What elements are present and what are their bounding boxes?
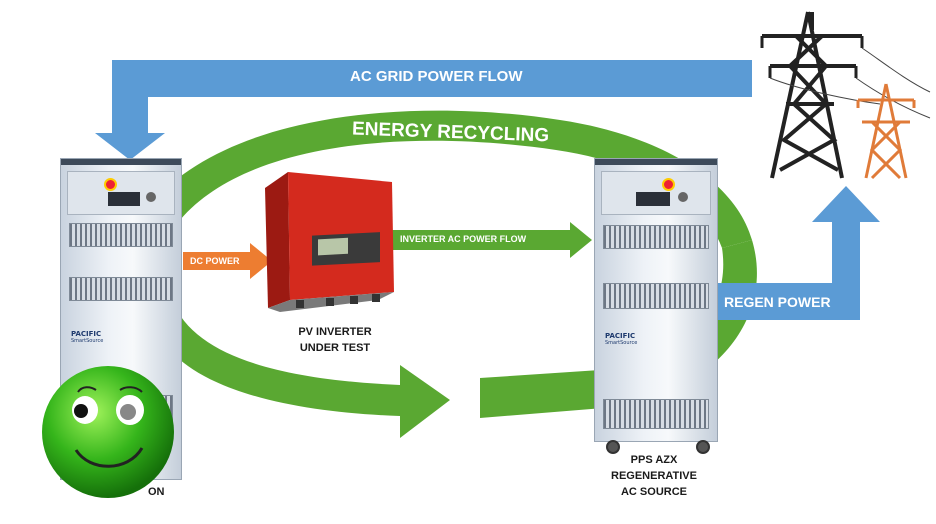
inverter-ac-power-flow-label: INVERTER AC POWER FLOW [400,234,527,244]
regen-power-label: REGEN POWER [724,294,831,310]
ac-source-caption-line-1: PPS AZX [630,454,678,466]
energy-recycling-lower-arc [152,300,450,438]
ac-source-caption-line-3: AC SOURCE [620,486,687,498]
vent-grille-3 [603,399,709,429]
left-source-caption-fragment: ON [148,486,165,498]
power-tower-black-icon [760,11,864,179]
dc-power-label: DC POWER [190,256,240,266]
control-panel [67,171,175,215]
control-panel [601,171,711,215]
pv-inverter-caption-line-2: UNDER TEST [299,342,371,354]
caster-wheel-left [606,440,620,454]
ac-grid-power-flow-label: AC GRID POWER FLOW [350,68,523,85]
inverter-ac-power-flow-arrow [386,222,592,258]
brand-name: PACIFIC [605,332,636,340]
dc-power-arrow [183,243,272,279]
display-screen [108,192,140,206]
vent-grille-1 [603,225,709,249]
emergency-stop-icon [662,178,675,191]
vent-grille-1 [69,223,173,247]
ac-source-caption: PPS AZX REGENERATIVE AC SOURCE [604,452,704,500]
brand-name: PACIFIC [71,330,102,338]
brand-sub: SmartSource [605,340,638,346]
cabinet-brand-label: PACIFIC SmartSource [71,331,117,345]
display-screen [636,192,670,206]
caster-wheel-right [696,440,710,454]
brand-sub: SmartSource [71,338,104,344]
power-tower-orange-icon [856,83,916,180]
right-regenerative-ac-source-cabinet: PACIFIC SmartSource [594,158,718,442]
vent-grille-2 [603,283,709,309]
pv-inverter-caption-line-1: PV INVERTER [298,326,372,338]
emergency-stop-icon [104,178,117,191]
energy-recycling-upper-arc [150,110,752,248]
pv-inverter-icon [265,172,394,312]
pv-inverter-caption: PV INVERTER UNDER TEST [290,324,380,356]
regen-power-arrow [716,186,880,320]
smiley-face-icon [42,366,174,498]
cabinet-brand-label: PACIFIC SmartSource [605,333,651,347]
cabinet-top-bar [61,159,181,165]
control-knob-icon [146,192,156,202]
control-knob-icon [678,192,688,202]
ac-source-caption-line-2: REGENERATIVE [611,470,697,482]
ac-grid-power-flow-arrow [95,60,752,160]
cabinet-top-bar [595,159,717,165]
vent-grille-2 [69,277,173,301]
